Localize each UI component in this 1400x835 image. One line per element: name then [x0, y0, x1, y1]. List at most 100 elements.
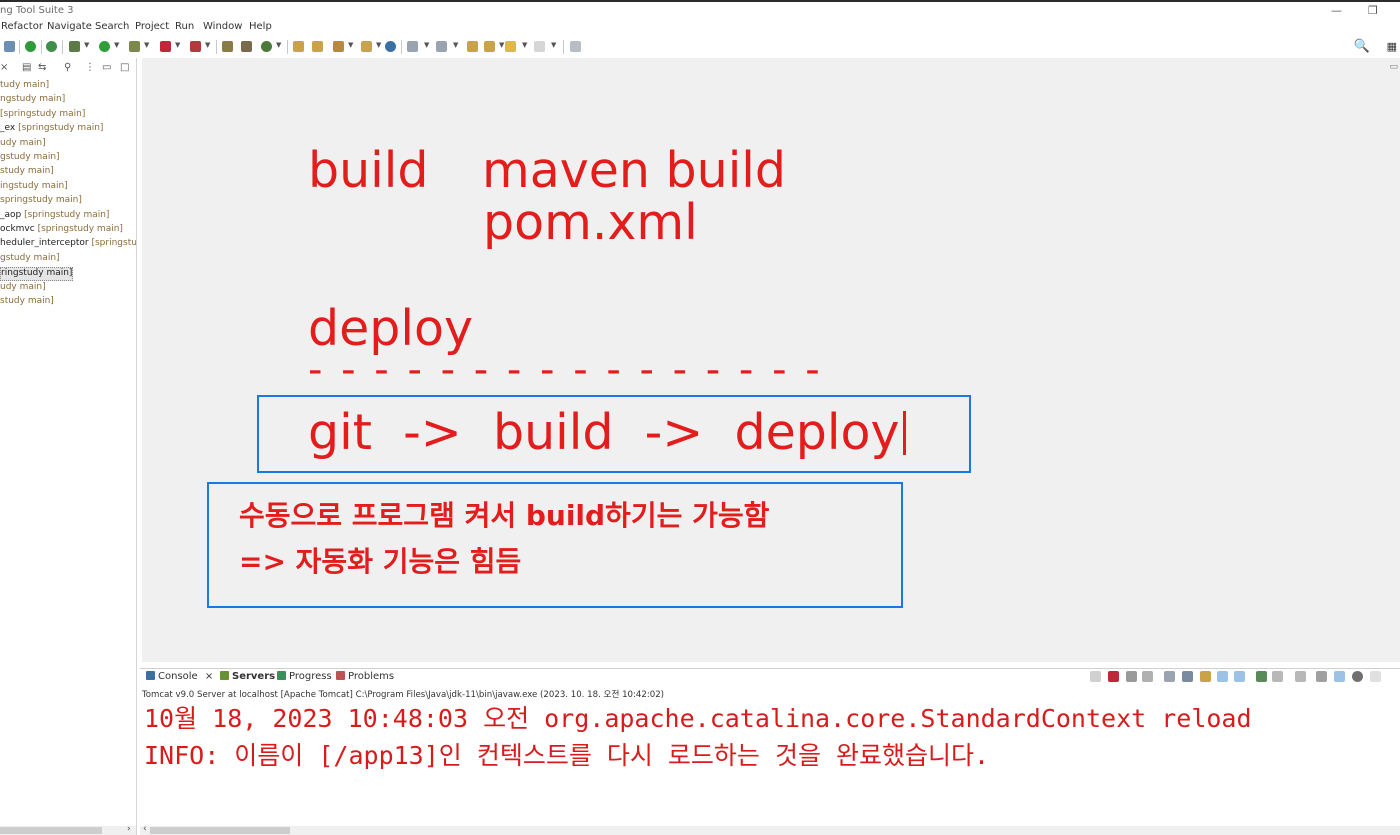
tree-item[interactable]: ngstudy main] [0, 94, 65, 108]
dropdown-arrow-icon[interactable]: ▼ [84, 41, 90, 49]
scroll-left-icon[interactable]: ‹ [143, 824, 147, 834]
debug-icon[interactable] [69, 41, 80, 52]
next-edit-icon[interactable] [484, 41, 495, 52]
close-view-icon[interactable]: × [0, 62, 9, 73]
new-package-icon[interactable] [241, 41, 252, 52]
view-menu-icon[interactable] [1370, 671, 1381, 682]
close-tab-icon[interactable]: × [204, 671, 214, 682]
pin-editor-icon[interactable] [570, 41, 581, 52]
search-task-icon[interactable] [333, 41, 344, 52]
last-edit-icon[interactable] [467, 41, 478, 52]
open-console-icon[interactable] [1295, 671, 1306, 682]
menu-refactor[interactable]: Refactor [1, 21, 43, 32]
maximize-view-icon[interactable]: □ [120, 62, 130, 73]
tree-item[interactable]: _ex [springstudy main] [0, 123, 103, 137]
filter-icon[interactable]: ⚲ [64, 62, 72, 73]
tab-progress[interactable]: Progress [277, 671, 332, 682]
link-editor-icon[interactable]: ⇆ [38, 62, 47, 73]
remove-all-icon[interactable] [1142, 671, 1153, 682]
menu-project[interactable]: Project [135, 21, 170, 32]
coverage-icon[interactable] [129, 41, 140, 52]
refresh-icon[interactable] [46, 41, 57, 52]
tree-item[interactable]: _aop [springstudy main] [0, 210, 109, 224]
tab-problems[interactable]: Problems [336, 671, 394, 682]
open-folder-icon[interactable] [293, 41, 304, 52]
open-resource-icon[interactable] [361, 41, 372, 52]
browser-icon[interactable] [385, 41, 396, 52]
scrollbar-thumb[interactable] [150, 827, 290, 834]
dropdown-arrow-icon[interactable]: ▼ [114, 41, 120, 49]
tree-item[interactable]: gstudy main] [0, 253, 60, 267]
dropdown-arrow-icon[interactable]: ▼ [175, 41, 181, 49]
tree-item[interactable]: heduler_interceptor [springstudy [0, 238, 136, 252]
scroll-lock-icon[interactable] [1182, 671, 1193, 682]
tree-item[interactable]: tudy main] [0, 80, 49, 94]
word-wrap-icon[interactable] [1200, 671, 1211, 682]
open-type-icon[interactable] [4, 41, 15, 52]
tree-item[interactable]: [springstudy main] [0, 109, 85, 123]
dropdown-arrow-icon[interactable]: ▼ [499, 41, 505, 49]
tree-item[interactable]: gstudy main] [0, 152, 60, 166]
view-menu-icon[interactable]: ⋮ [85, 62, 95, 73]
spring-boot-icon[interactable] [25, 41, 36, 52]
new-class-icon[interactable] [261, 41, 272, 52]
dropdown-arrow-icon[interactable]: ▼ [424, 41, 430, 49]
tree-item[interactable]: udy main] [0, 138, 46, 152]
external-tools-icon[interactable] [190, 41, 201, 52]
show-stderr-icon[interactable] [1234, 671, 1245, 682]
tree-item[interactable]: ringstudy main] [0, 267, 74, 282]
clear-console-icon[interactable] [1164, 671, 1175, 682]
console-horizontal-scrollbar[interactable]: ‹ [140, 824, 1400, 835]
back-icon[interactable] [505, 41, 516, 52]
dropdown-arrow-icon[interactable]: ▼ [205, 41, 211, 49]
menu-search[interactable]: Search [95, 21, 130, 32]
stop-server-icon[interactable] [160, 41, 171, 52]
dropdown-arrow-icon[interactable]: ▼ [453, 41, 459, 49]
terminate-icon[interactable] [1108, 671, 1119, 682]
display-console-icon[interactable] [1272, 671, 1283, 682]
forward-icon[interactable] [534, 41, 545, 52]
tree-item-name: heduler_interceptor [0, 238, 89, 249]
remove-launch-icon[interactable] [1126, 671, 1137, 682]
open-file-icon[interactable] [312, 41, 323, 52]
collapse-all-icon[interactable]: ▤ [22, 62, 32, 73]
dropdown-arrow-icon[interactable]: ▼ [144, 41, 150, 49]
pin-console-icon[interactable] [1256, 671, 1267, 682]
tree-item[interactable]: study main] [0, 166, 54, 180]
tree-item[interactable]: udy main] [0, 282, 46, 296]
menu-run[interactable]: Run [175, 21, 195, 32]
menu-help[interactable]: Help [249, 21, 272, 32]
tab-console[interactable]: Console × [146, 671, 213, 682]
dropdown-arrow-icon[interactable]: ▼ [376, 41, 382, 49]
tree-item[interactable]: ingstudy main] [0, 181, 68, 195]
minimize-view-icon[interactable]: ▭ [102, 62, 112, 73]
new-project-icon[interactable] [222, 41, 233, 52]
gear-icon[interactable] [1352, 671, 1363, 682]
prev-annotation-icon[interactable] [436, 41, 447, 52]
code-minings-icon[interactable] [1334, 671, 1345, 682]
editor-minimize-icon[interactable]: ▭ [1389, 62, 1398, 72]
scroll-right-icon[interactable]: › [127, 824, 131, 834]
editor-area[interactable]: ▭ build maven build pom.xml deploy - - -… [142, 58, 1400, 662]
dropdown-arrow-icon[interactable]: ▼ [276, 41, 282, 49]
dropdown-arrow-icon[interactable]: ▼ [522, 41, 528, 49]
disconnect-icon[interactable] [1090, 671, 1101, 682]
menu-window[interactable]: Window [203, 21, 243, 32]
tab-servers[interactable]: Servers [220, 671, 275, 682]
tree-item[interactable]: ockmvc [springstudy main] [0, 224, 123, 238]
console-settings-icon[interactable] [1316, 671, 1327, 682]
explorer-horizontal-scrollbar[interactable]: › [0, 824, 136, 835]
scrollbar-thumb[interactable] [0, 827, 102, 834]
open-perspective-icon[interactable]: ▦ [1386, 40, 1397, 53]
dropdown-arrow-icon[interactable]: ▼ [551, 41, 557, 49]
menu-navigate[interactable]: Navigate [47, 21, 92, 32]
tree-item[interactable]: springstudy main] [0, 195, 82, 209]
minimize-button[interactable]: — [1331, 4, 1342, 17]
dropdown-arrow-icon[interactable]: ▼ [348, 41, 354, 49]
show-stdout-icon[interactable] [1217, 671, 1228, 682]
restore-button[interactable]: ❐ [1368, 4, 1378, 17]
run-icon[interactable] [99, 41, 110, 52]
tree-item[interactable]: study main] [0, 296, 54, 310]
annotation-icon[interactable] [407, 41, 418, 52]
search-icon[interactable]: 🔍 [1353, 39, 1370, 54]
